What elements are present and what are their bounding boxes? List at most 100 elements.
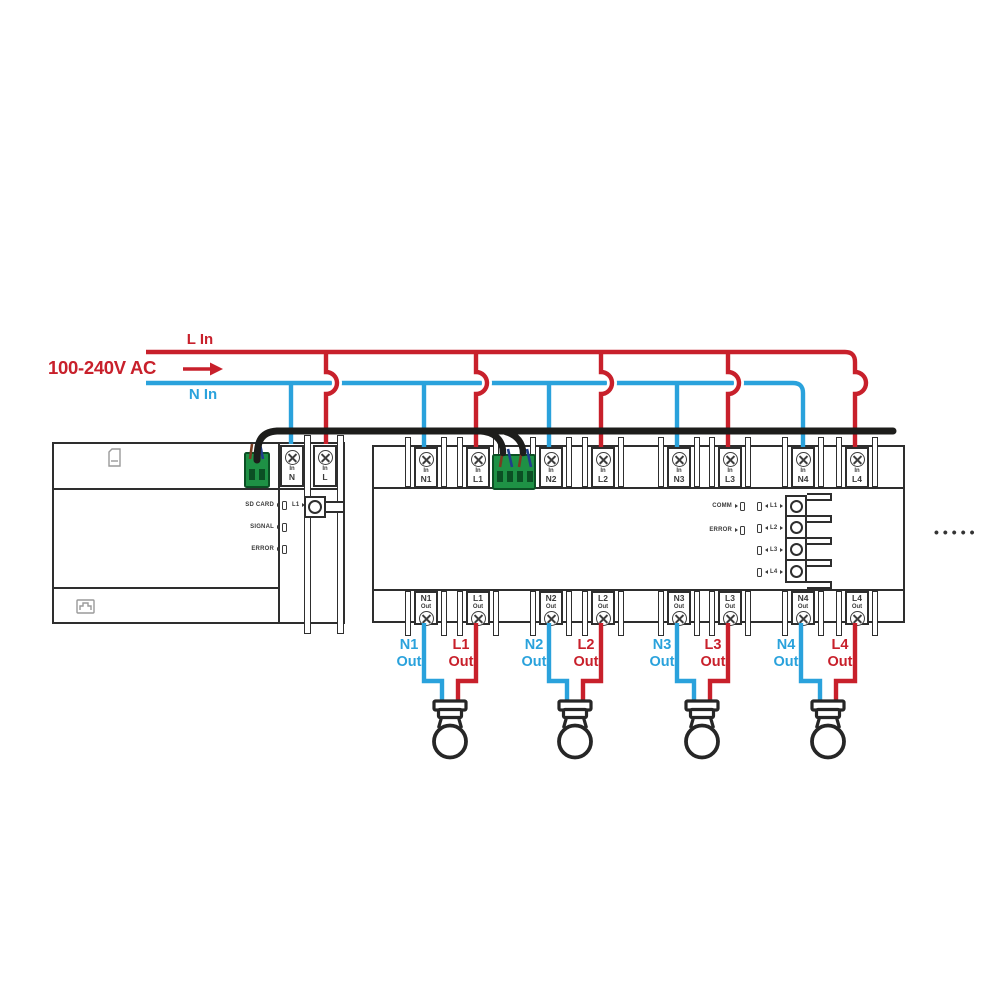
terminal-sub: In (676, 468, 682, 474)
terminal-label: N1 (420, 474, 432, 484)
dimmer-terminal-n2-out: N2 Out (539, 591, 563, 626)
terminal-group: L2 Out (582, 591, 624, 636)
channel-l1-led-icon (757, 501, 762, 511)
din-clip (782, 437, 788, 487)
comm-label: COMM (712, 503, 732, 509)
terminal-label: N4 (797, 593, 809, 603)
button-circle (308, 500, 322, 514)
channel-l4-led-icon (757, 567, 762, 577)
din-clip (530, 591, 536, 636)
arrow-right-icon (734, 528, 738, 532)
n-in-label: N In (188, 386, 218, 403)
gateway-terminal-in-n: In N (280, 445, 304, 487)
terminal-label: N2 (545, 474, 557, 484)
voltage-arrow-icon (183, 362, 223, 376)
button-tab (326, 501, 345, 513)
l2-out-label: L2 Out (564, 637, 608, 670)
channel-l3-led-icon (757, 545, 762, 555)
dimmer-terminal-in-l4: In L4 (845, 447, 869, 488)
terminal-sub: In (548, 468, 554, 474)
din-clip (618, 591, 624, 636)
din-clip (709, 591, 715, 636)
screw-icon (418, 611, 434, 626)
out-label-line2: Out (827, 653, 853, 670)
dimmer-terminal-in-n1: In N1 (414, 447, 438, 488)
error-led-icon (282, 544, 287, 554)
out-label-line1: N2 (524, 637, 544, 653)
screw-icon (418, 452, 434, 467)
error-led-icon (740, 525, 745, 535)
channel-l2-button (785, 515, 807, 539)
dimmer-terminal-n1-out: N1 Out (414, 591, 438, 626)
din-clip (745, 591, 751, 636)
screw-icon (722, 452, 738, 467)
l-bus-wire (146, 349, 869, 447)
terminal-group: L3 Out (709, 591, 751, 636)
din-clip (658, 591, 664, 636)
din-clip (745, 437, 751, 487)
screw-icon (671, 452, 687, 467)
dimmer-terminal-l2-out: L2 Out (591, 591, 615, 626)
button-circle (789, 542, 803, 556)
out-label-line1: N3 (652, 637, 672, 653)
terminal-sub: Out (851, 604, 863, 610)
dimmer-terminal-in-l2: In L2 (591, 447, 615, 488)
terminal-label: L2 (598, 474, 608, 484)
terminal-label: N (288, 472, 296, 482)
out-label-line1: N1 (399, 637, 419, 653)
l-in-label: L In (186, 331, 214, 348)
sd-card-label: SD CARD (245, 502, 274, 508)
terminal-group: N1 Out (405, 591, 447, 636)
arrow-right-icon (779, 548, 783, 552)
error-label: ERROR (709, 527, 732, 533)
terminal-group: In L2 (582, 437, 624, 488)
button-tab (807, 559, 832, 567)
out-label-line1: L2 (577, 637, 595, 653)
terminal-group: In L1 (457, 437, 499, 488)
arrow-left-icon (764, 548, 768, 552)
terminal-label: N3 (673, 593, 685, 603)
terminal-sub: In (854, 468, 860, 474)
terminal-sub: Out (420, 604, 432, 610)
din-clip (618, 437, 624, 487)
voltage-label: 100-240V AC (48, 357, 157, 378)
din-clip (872, 437, 878, 487)
terminal-sub: Out (797, 604, 809, 610)
din-clip (441, 591, 447, 636)
terminal-sub: Out (545, 604, 557, 610)
lamp-3-icon (684, 699, 720, 760)
din-clip (493, 591, 499, 636)
screw-icon (795, 611, 811, 626)
terminal-group: L4 Out (836, 591, 878, 636)
l1-button-label: L1 (292, 502, 300, 508)
terminal-group: In L3 (709, 437, 751, 488)
button-circle (789, 499, 803, 513)
arrow-right-icon (779, 526, 783, 530)
terminal-sub: In (289, 466, 295, 472)
gateway-bottom-divider (54, 587, 280, 590)
screw-icon (671, 611, 687, 626)
din-clip (457, 591, 463, 636)
dimmer-terminal-in-n4: In N4 (791, 447, 815, 488)
terminal-group: In N4 (782, 437, 824, 488)
terminal-group: N4 Out (782, 591, 824, 636)
din-clip (530, 437, 536, 487)
signal-label: SIGNAL (250, 524, 274, 530)
l3-out-label: L3 Out (691, 637, 735, 670)
terminal-sub: In (800, 468, 806, 474)
lamp-1-icon (432, 699, 468, 760)
terminal-label: N4 (797, 474, 809, 484)
terminal-sub: Out (673, 604, 685, 610)
screw-icon (595, 611, 611, 626)
l3-drop (725, 352, 742, 447)
terminal-label: L1 (473, 474, 483, 484)
arrow-right-icon (734, 504, 738, 508)
terminal-sub: In (600, 468, 606, 474)
out-label-line2: Out (396, 653, 422, 670)
out-label-line2: Out (448, 653, 474, 670)
terminal-sub: In (322, 466, 328, 472)
dimmer-terminal-in-n2: In N2 (539, 447, 563, 488)
din-clip (582, 437, 588, 487)
dimmer-terminal-in-l3: In L3 (718, 447, 742, 488)
l1-button-label-row: L1 (292, 500, 305, 510)
